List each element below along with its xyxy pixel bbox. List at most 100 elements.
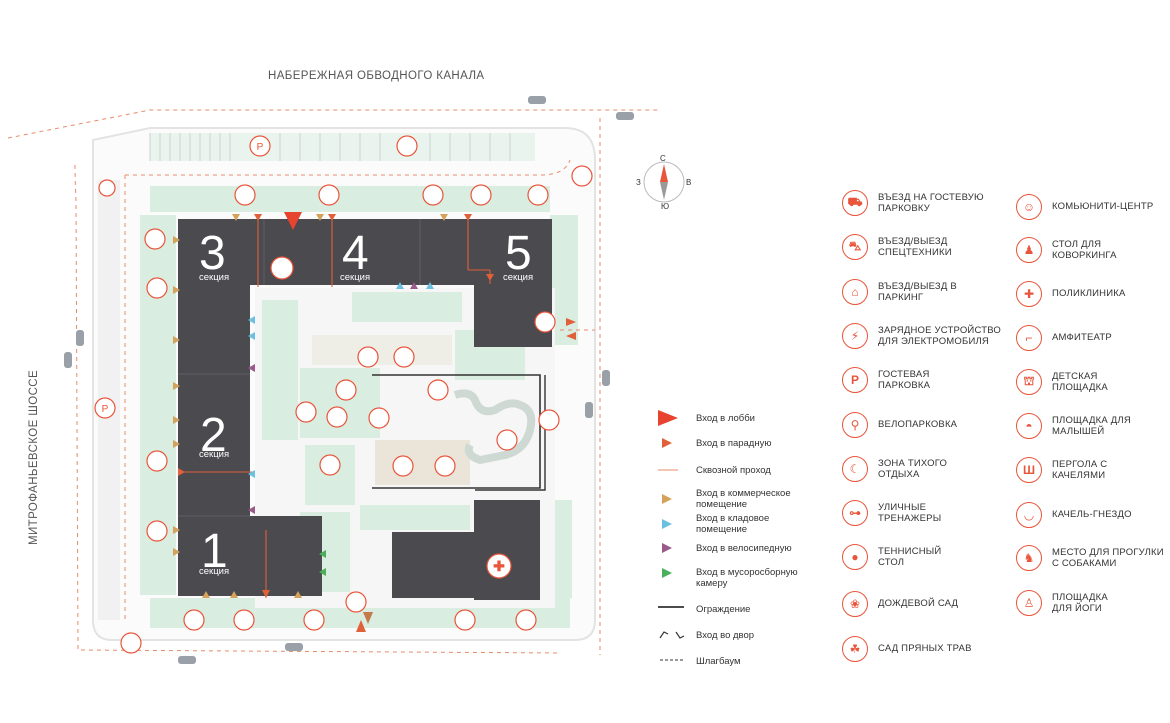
community-center-icon: ☺ bbox=[1016, 194, 1042, 220]
amenity-label: ВЕЛОПАРКОВКА bbox=[878, 419, 958, 431]
toddler-area-icon: ◓ bbox=[1016, 413, 1042, 439]
pass-throughs bbox=[178, 218, 491, 598]
amenity-ev-charger: ⚡ ЗАРЯДНОЕ УСТРОЙСТВО ДЛЯ ЭЛЕКТРОМОБИЛЯ bbox=[842, 323, 1018, 349]
courtyard-green-2 bbox=[352, 292, 462, 322]
amenity-yoga: ♙ПЛОЩАДКА ДЛЯ ЙОГИ bbox=[1016, 590, 1122, 616]
buildings bbox=[178, 219, 552, 600]
legend-lobby-entrance: Вход в лобби bbox=[696, 406, 755, 430]
building-section-3 bbox=[178, 219, 250, 374]
pergola-swing-icon: Ш bbox=[1016, 457, 1042, 483]
building-section-2 bbox=[178, 374, 250, 516]
yard-exit-arrow bbox=[363, 612, 373, 624]
table-tennis-icon: ● bbox=[842, 544, 868, 570]
coworking-table-icon: ♟ bbox=[1016, 237, 1042, 263]
east-exit-arrow bbox=[566, 332, 576, 340]
amenity-quiet-zone: ☾ ЗОНА ТИХОГО ОТДЫХА bbox=[842, 456, 958, 482]
amenity-bike-parking: ⚲ ВЕЛОПАРКОВКА bbox=[842, 412, 957, 438]
legend-commercial-entrance: Вход в коммерческое помещение bbox=[696, 487, 806, 511]
east-entry-arrow bbox=[566, 318, 576, 326]
entry-arrows-parade bbox=[178, 214, 494, 598]
amenity-label: ВЪЕЗД НА ГОСТЕВУЮ ПАРКОВКУ bbox=[878, 191, 984, 215]
amenity-label: КОМЬЮНИТИ-ЦЕНТР bbox=[1052, 201, 1154, 213]
building-section-1 bbox=[178, 516, 322, 596]
special-vehicle-icon: ⛍ bbox=[842, 234, 868, 260]
amenity-label: ТЕННИСНЫЙ СТОЛ bbox=[878, 545, 942, 569]
section-dividers bbox=[178, 219, 421, 517]
yard-entry-arrow bbox=[356, 620, 366, 632]
section-3-number: 3 bbox=[199, 227, 226, 280]
amenity-guest-parking-entry: ⛟ ВЪЕЗД НА ГОСТЕВУЮ ПАРКОВКУ bbox=[842, 190, 1018, 216]
legend-barrier: Шлагбаум bbox=[696, 649, 741, 673]
top-parking-spaces bbox=[149, 133, 511, 161]
legend-waste-entrance: Вход в мусоросборную камеру bbox=[696, 566, 806, 590]
top-parking-strip bbox=[150, 133, 535, 161]
clinic-cross-icon: ✚ bbox=[493, 558, 505, 574]
legend-label: Вход в кладовое помещение bbox=[696, 513, 770, 535]
courtyard-terrace bbox=[312, 335, 452, 365]
bicycle-icon: ⚲ bbox=[842, 412, 868, 438]
amenity-special-vehicles: ⛍ВЪЕЗД/ВЫЕЗД СПЕЦТЕХНИКИ bbox=[842, 234, 968, 260]
legend-label: Шлагбаум bbox=[696, 655, 741, 667]
amenity-playground: ⛫ДЕТСКАЯ ПЛОЩАДКА bbox=[1016, 369, 1122, 395]
car-icon: ⛟ bbox=[842, 190, 868, 216]
section-5-label: секция bbox=[503, 272, 534, 283]
amenity-pergola: Ш ПЕРГОЛА С КАЧЕЛЯМИ bbox=[1016, 457, 1132, 483]
cars bbox=[64, 96, 634, 664]
compass bbox=[643, 161, 685, 203]
entry-arrows-waste bbox=[319, 550, 326, 576]
amenity-clinic: ✚ПОЛИКЛИНИКА bbox=[1016, 281, 1126, 307]
amenity-dog-walking: ♞МЕСТО ДЛЯ ПРОГУЛКИ С СОБАКАМИ bbox=[1016, 545, 1170, 571]
amenity-label: СТОЛ ДЛЯ КОВОРКИНГА bbox=[1052, 238, 1117, 262]
compass-north: С bbox=[660, 154, 666, 163]
amenity-label: ЗОНА ТИХОГО ОТДЫХА bbox=[878, 457, 948, 481]
nest-swing-icon: ◡ bbox=[1016, 502, 1042, 528]
entry-arrows-commercial bbox=[173, 214, 448, 598]
amenity-label: ПОЛИКЛИНИКА bbox=[1052, 288, 1126, 300]
amenity-label: САД ПРЯНЫХ ТРАВ bbox=[878, 643, 972, 655]
amenity-label: УЛИЧНЫЕ ТРЕНАЖЕРЫ bbox=[878, 501, 942, 525]
legend-label: Вход в лобби bbox=[696, 412, 755, 424]
amenity-community-center: ☺ КОМЬЮНИТИ-ЦЕНТР bbox=[1016, 194, 1153, 220]
amenity-label: ДОЖДЕВОЙ САД bbox=[878, 598, 959, 610]
amenity-label: ПЕРГОЛА С КАЧЕЛЯМИ bbox=[1052, 458, 1108, 482]
legend-label: Сквозной проход bbox=[696, 464, 771, 476]
playground-icon: ⛫ bbox=[1016, 369, 1042, 395]
amenity-label: ГОСТЕВАЯ ПАРКОВКА bbox=[878, 368, 931, 392]
amenity-coworking-table: ♟ СТОЛ ДЛЯ КОВОРКИНГА bbox=[1016, 237, 1132, 263]
map-amenity-markers bbox=[94, 135, 593, 654]
legend-storage-entrance: Вход в кладовое помещение bbox=[696, 512, 786, 536]
compass-west: З bbox=[636, 178, 641, 187]
legend-label: Ограждение bbox=[696, 603, 751, 615]
legend-label: Вход в мусоросборную камеру bbox=[696, 567, 798, 589]
legend-yard-entrance: Вход во двор bbox=[696, 623, 754, 647]
compass-south: Ю bbox=[661, 202, 670, 211]
amenity-label: ПЛОЩАДКА ДЛЯ ЙОГИ bbox=[1052, 591, 1108, 615]
section-1-label: секция bbox=[199, 566, 230, 577]
section-2-label: секция bbox=[199, 449, 230, 460]
amenity-label: ЗАРЯДНОЕ УСТРОЙСТВО ДЛЯ ЭЛЕКТРОМОБИЛЯ bbox=[878, 324, 1002, 348]
parking-icon: P bbox=[842, 367, 868, 393]
legend-parade-entrance: Вход в парадную bbox=[696, 431, 771, 455]
winding-path bbox=[453, 389, 536, 465]
legend-pass-through: Сквозной проход bbox=[696, 458, 771, 482]
amenity-outdoor-gym: ⊶УЛИЧНЫЕ ТРЕНАЖЕРЫ bbox=[842, 500, 958, 526]
playground-sand bbox=[375, 440, 470, 485]
street-name-top: НАБЕРЕЖНАЯ ОБВОДНОГО КАНАЛА bbox=[268, 70, 485, 82]
garage-icon: ⌂ bbox=[842, 279, 868, 305]
herb-garden-icon: ☘ bbox=[842, 636, 868, 662]
legend-bicycle-entrance: Вход в велосипедную bbox=[696, 536, 792, 560]
quiet-rest-icon: ☾ bbox=[842, 456, 868, 482]
ev-charger-icon: ⚡ bbox=[842, 323, 868, 349]
rain-garden-icon: ❀ bbox=[842, 591, 868, 617]
amenity-label: ПЛОЩАДКА ДЛЯ МАЛЫШЕЙ bbox=[1052, 414, 1131, 438]
entry-arrows-bicycle bbox=[248, 282, 418, 514]
section-5-number: 5 bbox=[505, 227, 532, 280]
amenity-label: ВЪЕЗД/ВЫЕЗД В ПАРКИНГ bbox=[878, 280, 957, 304]
section-4-number: 4 bbox=[342, 227, 369, 280]
lobby-entrance-marker bbox=[284, 212, 302, 230]
fence-courtyard bbox=[372, 374, 541, 489]
amenity-nest-swing: ◡КАЧЕЛЬ-ГНЕЗДО bbox=[1016, 502, 1132, 528]
parking-marker-left: P bbox=[102, 404, 109, 415]
legend-label: Вход в коммерческое помещение bbox=[696, 488, 791, 510]
